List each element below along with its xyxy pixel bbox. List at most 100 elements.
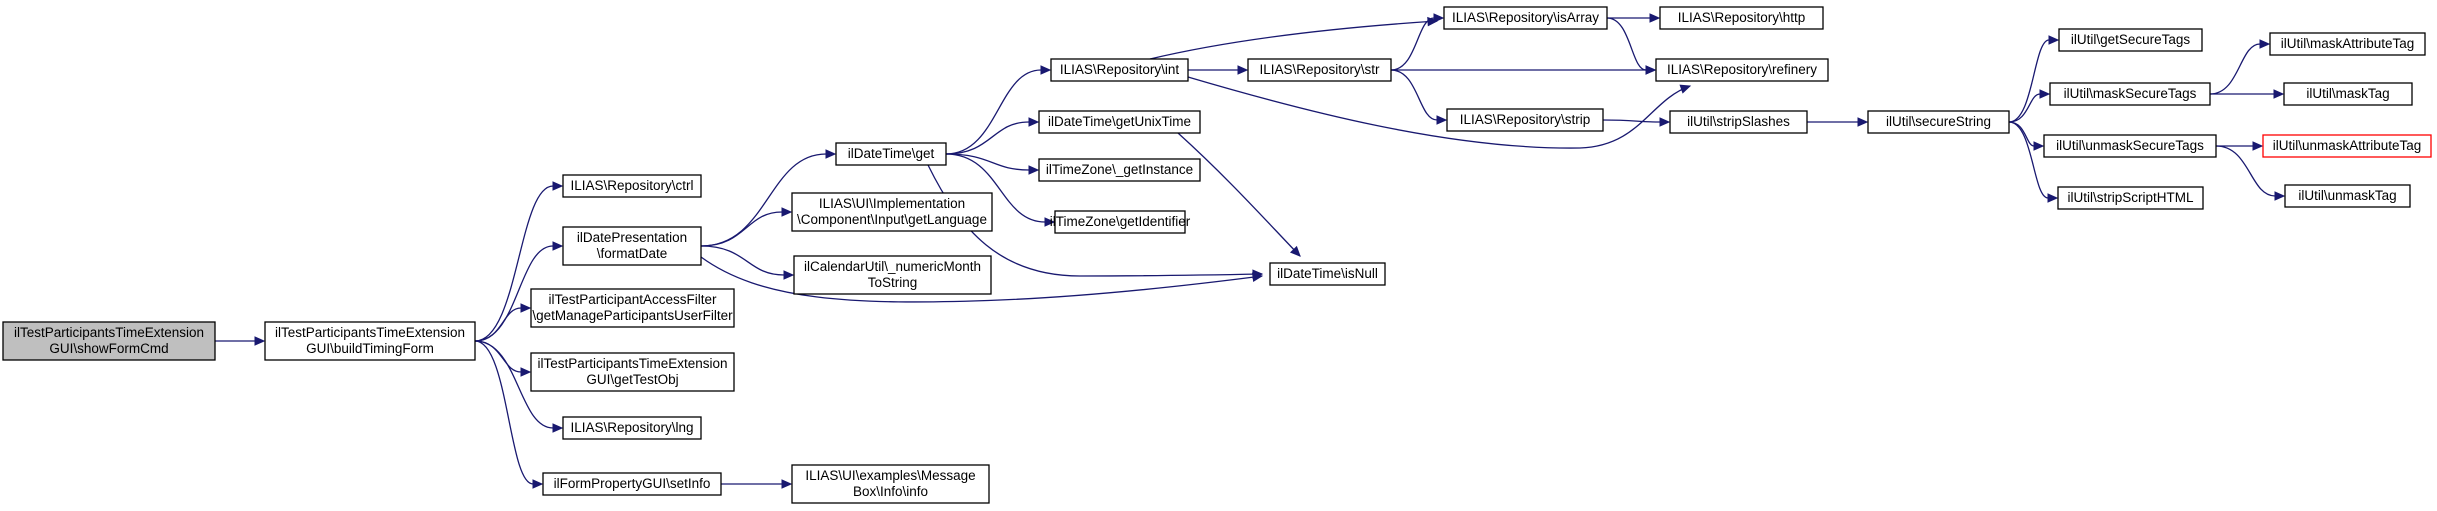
arrow-head: [254, 336, 266, 346]
node-iltimezone-getidentifier[interactable]: ilTimeZone\getIdentifier: [1050, 210, 1191, 234]
arrow-head: [2039, 89, 2051, 99]
node-label: ILIAS\Repository\refinery: [1667, 62, 1817, 77]
arrow-head: [783, 270, 795, 280]
node-label: Box\Info\info: [853, 484, 928, 499]
edge-n22-n23: [1807, 117, 1869, 127]
edge-n0-n1: [214, 336, 266, 346]
arrow-head: [2033, 141, 2045, 151]
edge-n13-n19: [1188, 65, 1249, 75]
node-ilias-repository-lng[interactable]: ILIAS\Repository\lng: [562, 416, 702, 440]
edge-n13-n18: [1149, 16, 1439, 60]
node-label: ILIAS\Repository\isArray: [1452, 10, 1599, 25]
edge-n14-n11: [1177, 132, 1301, 257]
node-ildatetime-get[interactable]: ilDateTime\get: [835, 142, 947, 166]
node-iltestparticipantstimeextensiongui-showformcmd[interactable]: ilTestParticipantsTimeExtensionGUI\showF…: [2, 321, 216, 361]
node-box: [530, 352, 735, 392]
edge-n13-n17: [1187, 76, 1692, 149]
node-label: ilUtil\maskTag: [2306, 86, 2389, 101]
node-ilias-repository-strip[interactable]: ILIAS\Repository\strip: [1446, 108, 1604, 132]
node-iltestparticipantstimeextensiongui-gettestobj[interactable]: ilTestParticipantsTimeExtensionGUI\getTe…: [530, 352, 735, 392]
node-label: ilTestParticipantsTimeExtension: [275, 325, 465, 340]
node-ilias-repository-refinery[interactable]: ILIAS\Repository\refinery: [1655, 58, 1829, 82]
node-box: [1867, 110, 2010, 134]
node-ilutil-stripscripthtml[interactable]: ilUtil\stripScriptHTML: [2057, 186, 2204, 210]
node-label: ilTimeZone\_getInstance: [1046, 162, 1193, 177]
node-ilutil-unmasktag[interactable]: ilUtil\unmaskTag: [2284, 184, 2411, 208]
node-label: ILIAS\Repository\ctrl: [570, 178, 693, 193]
edge-n19-n18: [1390, 13, 1445, 71]
node-label: ilUtil\getSecureTags: [2071, 32, 2191, 47]
node-label: ToString: [868, 275, 918, 290]
edge-n1-n4: [474, 303, 532, 342]
node-label: ilTestParticipantsTimeExtension: [14, 325, 204, 340]
arrow-head: [2274, 191, 2286, 201]
node-label: \getManageParticipantsUserFilter: [532, 308, 733, 323]
arrow-head: [1436, 115, 1448, 125]
node-box: [2262, 134, 2432, 158]
edge-n1-n7: [474, 340, 544, 489]
node-box: [562, 174, 702, 198]
node-ilias-repository-ctrl[interactable]: ILIAS\Repository\ctrl: [562, 174, 702, 198]
node-label: ILIAS\Repository\http: [1678, 10, 1806, 25]
node-box: [2058, 28, 2203, 52]
node-ilutil-masksecuretags[interactable]: ilUtil\maskSecureTags: [2049, 82, 2211, 106]
node-box: [1038, 158, 1201, 182]
node-ilias-ui-implementation-component-input-getlanguage[interactable]: ILIAS\UI\Implementation\Component\Input\…: [791, 192, 993, 232]
node-box: [1247, 58, 1392, 82]
edge-n26-n30: [2216, 141, 2264, 151]
node-box: [2057, 186, 2204, 210]
arrow-head: [2259, 39, 2271, 49]
node-label: ILIAS\UI\Implementation: [819, 196, 965, 211]
node-box: [1655, 58, 1829, 82]
arrow-head: [520, 303, 532, 313]
nodes-layer: ilTestParticipantsTimeExtensionGUI\showF…: [2, 6, 2432, 504]
node-ilutil-masktag[interactable]: ilUtil\maskTag: [2283, 82, 2413, 106]
node-ilias-repository-int[interactable]: ILIAS\Repository\int: [1050, 58, 1189, 82]
node-ilutil-securestring[interactable]: ilUtil\secureString: [1867, 110, 2010, 134]
node-label: GUI\showFormCmd: [49, 341, 168, 356]
arrow-head: [781, 207, 793, 217]
node-ilias-repository-http[interactable]: ILIAS\Repository\http: [1659, 6, 1824, 30]
edge-n23-n25: [2008, 89, 2051, 123]
node-box: [2283, 82, 2413, 106]
arrow-head: [1433, 13, 1445, 23]
node-box: [793, 255, 992, 295]
node-ilformpropertygui-setinfo[interactable]: ilFormPropertyGUI\setInfo: [542, 472, 722, 496]
arrow-head: [2047, 193, 2059, 203]
edge-n3-n9: [700, 207, 793, 247]
edge-n23-n27: [2008, 121, 2059, 203]
edge-n25-n29: [2210, 89, 2285, 99]
arrow-head: [1044, 217, 1056, 227]
node-label: ILIAS\Repository\str: [1259, 62, 1380, 77]
node-label: ilUtil\stripSlashes: [1687, 114, 1790, 129]
node-ilutil-maskattributetag[interactable]: ilUtil\maskAttributeTag: [2269, 32, 2426, 56]
node-label: ilFormPropertyGUI\setInfo: [554, 476, 711, 491]
node-ilutil-getsecuretags[interactable]: ilUtil\getSecureTags: [2058, 28, 2203, 52]
node-ilias-repository-isarray[interactable]: ILIAS\Repository\isArray: [1443, 6, 1608, 30]
edge-n1-n5: [474, 340, 532, 377]
node-ilutil-unmasksecuretags[interactable]: ilUtil\unmaskSecureTags: [2043, 134, 2217, 158]
node-ilias-repository-str[interactable]: ILIAS\Repository\str: [1247, 58, 1392, 82]
node-ildatetime-isnull[interactable]: ilDateTime\isNull: [1269, 262, 1386, 286]
node-label: GUI\buildTimingForm: [306, 341, 434, 356]
arrow-head: [552, 241, 564, 251]
node-iltestparticipantstimeextensiongui-buildtimingform[interactable]: ilTestParticipantsTimeExtensionGUI\build…: [264, 321, 476, 361]
node-ilutil-stripslashes[interactable]: ilUtil\stripSlashes: [1669, 110, 1808, 134]
node-ilutil-unmaskattributetag[interactable]: ilUtil\unmaskAttributeTag: [2262, 134, 2432, 158]
node-ildatepresentation-formatdate[interactable]: ilDatePresentation\formatDate: [562, 226, 702, 266]
node-iltimezone-getinstance[interactable]: ilTimeZone\_getInstance: [1038, 158, 1201, 182]
node-label: ilUtil\maskSecureTags: [2064, 86, 2197, 101]
node-ildatetime-getunixtime[interactable]: ilDateTime\getUnixTime: [1038, 110, 1201, 134]
node-iltestparticipantaccessfilter-getmanageparticipantsuserfilter[interactable]: ilTestParticipantAccessFilter\getManageP…: [530, 288, 735, 328]
node-label: ilTimeZone\getIdentifier: [1050, 214, 1191, 229]
node-label: ilUtil\unmaskTag: [2298, 188, 2396, 203]
edge-n8-n15: [945, 153, 1040, 175]
node-label: ilUtil\stripScriptHTML: [2067, 190, 2194, 205]
node-box: [562, 416, 702, 440]
node-label: ilUtil\maskAttributeTag: [2281, 36, 2415, 51]
arrow-head: [2252, 141, 2264, 151]
edge-n1-n2: [474, 181, 564, 342]
